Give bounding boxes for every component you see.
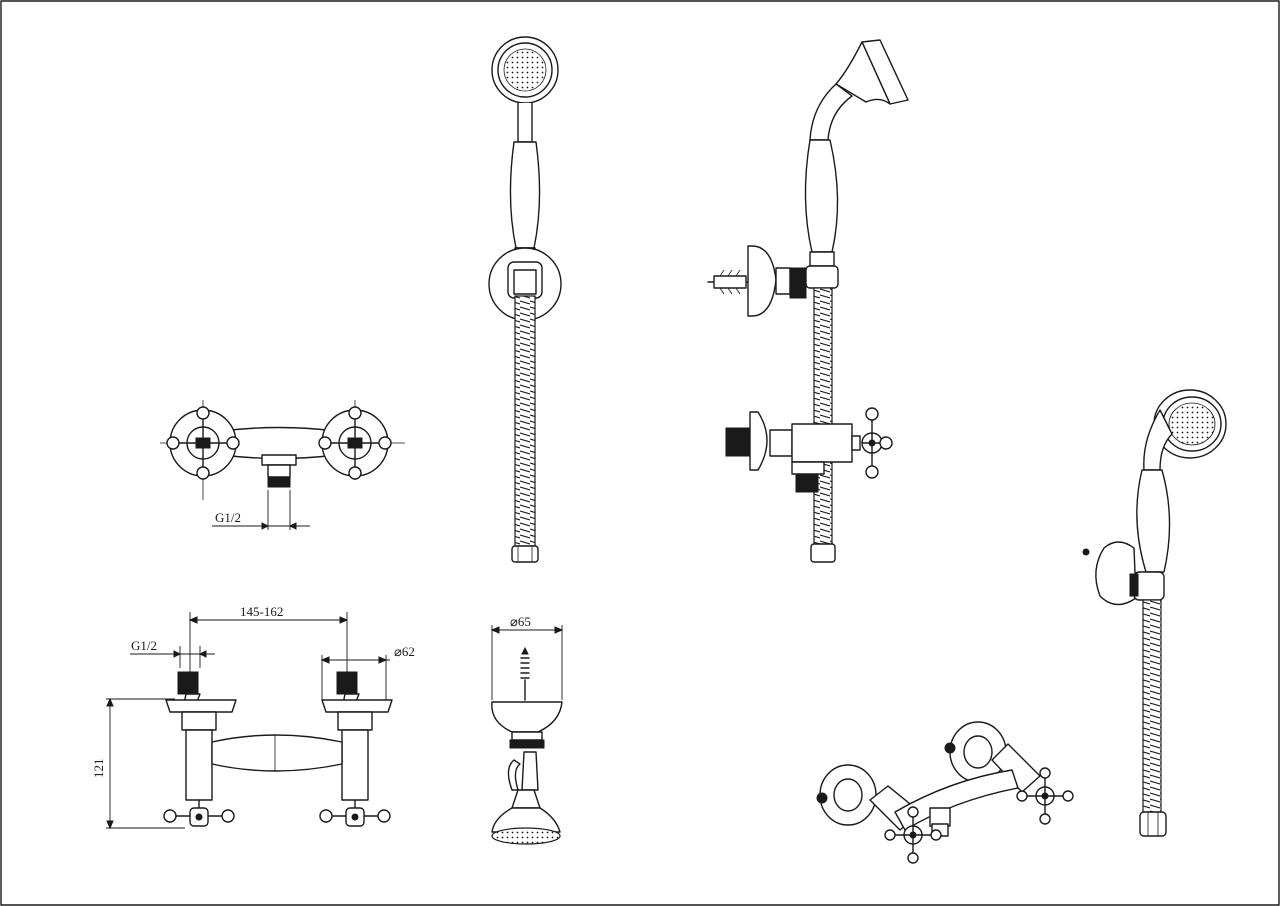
shower-head-nozzles [503, 48, 547, 92]
center-distance-label: 145-162 [240, 604, 283, 619]
side-bracket-plate [747, 245, 777, 317]
side-inlet-thread [725, 427, 751, 457]
head-face-profile [491, 827, 561, 845]
left-valve-body [185, 729, 213, 801]
outlet-nut [261, 454, 297, 466]
side-escutcheon [749, 411, 768, 471]
shower-set-front-view [488, 36, 562, 563]
head-diameter-label: ⌀65 [510, 614, 531, 629]
mixer-perspective-view [816, 721, 1074, 864]
front-view-thread-label: G1/2 [131, 638, 157, 653]
side-holder [805, 265, 839, 289]
height-label: 121 [91, 759, 106, 779]
side-hose-nut [810, 543, 836, 563]
right-nut [337, 711, 373, 731]
wall-plug-screw [713, 275, 747, 289]
side-head-bell [835, 41, 891, 105]
left-handle-spokes [171, 411, 235, 475]
mixer-front-view: 145-162 G1/2 ⌀62 121 [91, 604, 415, 830]
right-valve-body [341, 729, 369, 801]
left-flange [165, 699, 237, 713]
right-handle-spokes [323, 411, 387, 475]
hose-end-nut [511, 545, 539, 563]
right-cap-logo [347, 437, 363, 449]
side-outlet-thread [795, 473, 819, 493]
handle-grip [509, 141, 541, 249]
side-mixer-body [791, 423, 853, 463]
persp-hose [1142, 599, 1162, 813]
head-neck-profile [511, 789, 541, 809]
handle-neck [517, 103, 533, 143]
bracket-thread [509, 739, 545, 749]
left-cap-logo [195, 437, 211, 449]
side-handle-grip [804, 139, 839, 253]
side-bracket-thread [789, 267, 807, 299]
right-inlet-thread [336, 671, 358, 695]
side-hose [813, 287, 833, 545]
left-inlet-thread [177, 671, 199, 695]
persp-wall-bracket [1095, 541, 1137, 606]
shower-hose [514, 295, 536, 547]
top-view-thread-label: G1/2 [215, 510, 241, 525]
right-flange [321, 699, 393, 713]
mixer-top-view: G1/2 [160, 400, 405, 530]
shower-head-profile: ⌀65 [490, 614, 564, 845]
escutcheon-diameter-label: ⌀62 [394, 644, 415, 659]
outlet-thread [267, 464, 291, 478]
persp-head-nozzles [1168, 402, 1216, 446]
left-nut [181, 711, 217, 731]
shower-set-perspective-view [1082, 389, 1227, 837]
head-bell-profile [491, 807, 561, 833]
side-neck-curve [809, 83, 853, 141]
persp-hose-nut [1139, 811, 1167, 837]
holder-loop [507, 759, 521, 791]
shower-set-side-view [707, 39, 909, 563]
persp-handle-grip [1136, 469, 1171, 573]
mixer-cross-body [211, 734, 343, 772]
outlet-thread-dark [267, 476, 291, 488]
bracket-cup [491, 701, 563, 733]
